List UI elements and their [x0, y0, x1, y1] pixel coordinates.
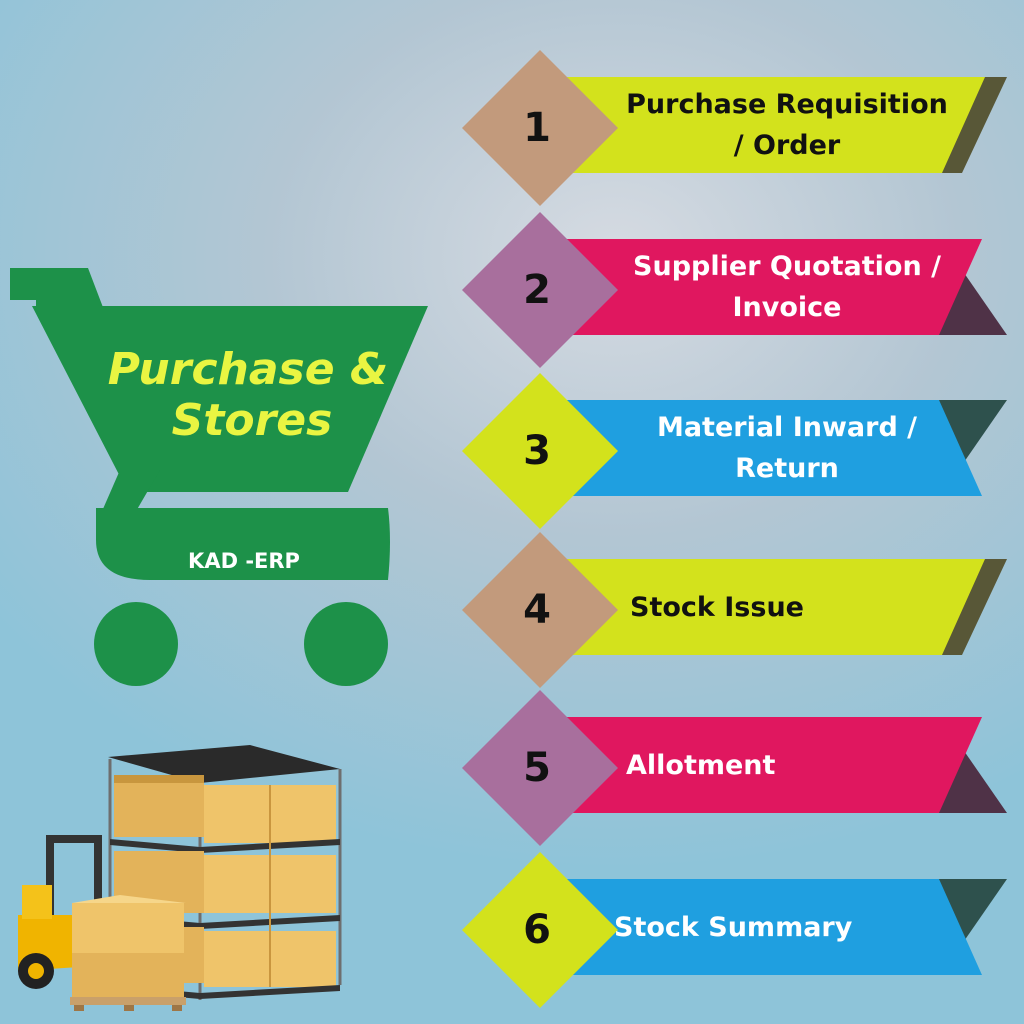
step-6-ribbon	[462, 852, 1007, 1008]
step-3-ribbon	[462, 373, 1007, 529]
step-3-number: 3	[523, 428, 551, 474]
step-1: 1 Purchase Requisition/ Order	[462, 50, 1022, 206]
step-4-ribbon	[462, 532, 1007, 688]
step-6-number: 6	[523, 907, 551, 953]
step-1-number: 1	[523, 105, 551, 151]
step-2-number: 2	[523, 267, 551, 313]
step-5-number: 5	[523, 745, 551, 791]
step-3-label: Material Inward /Return	[656, 412, 918, 484]
step-1-label: Purchase Requisition/ Order	[626, 89, 948, 161]
step-1-ribbon	[462, 50, 1007, 206]
step-5-ribbon	[462, 690, 1007, 846]
shopping-cart-icon: Purchase & Stores KAD -ERP	[10, 268, 428, 686]
step-4: 4 Stock Issue	[462, 532, 1022, 688]
logo-subtitle: KAD -ERP	[188, 549, 300, 573]
step-4-number: 4	[523, 587, 551, 633]
logo-title-line1: Purchase &	[108, 344, 389, 395]
step-4-label: Stock Issue	[630, 591, 804, 623]
forklift-icon	[18, 835, 186, 1011]
step-2-label: Supplier Quotation /Invoice	[633, 251, 941, 323]
step-5: 5 Allotment	[462, 690, 1022, 846]
logo-title-line2: Stores	[172, 395, 333, 446]
step-6-label: Stock Summary	[614, 911, 853, 943]
step-5-label: Allotment	[626, 749, 776, 781]
step-2-ribbon	[462, 212, 1007, 368]
step-6: 6 Stock Summary	[462, 852, 1022, 1008]
step-2: 2 Supplier Quotation /Invoice	[462, 212, 1022, 368]
step-3: 3 Material Inward /Return	[462, 373, 1022, 529]
